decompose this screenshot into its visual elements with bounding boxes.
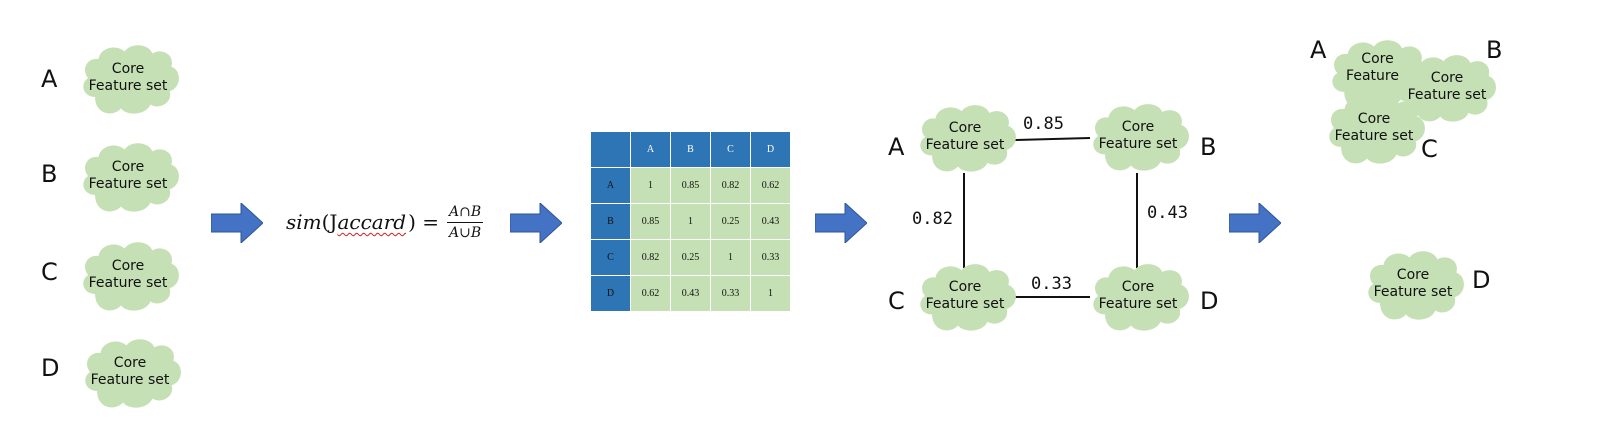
formula-denominator: A∪B: [449, 224, 482, 241]
matrix-row-header: D: [590, 275, 631, 312]
formula-word: accard: [337, 210, 407, 234]
similarity-matrix: A B C D A 1 0.85 0.82 0.62 B 0.85 1 0.25…: [590, 131, 791, 312]
graph-label-a: A: [888, 133, 905, 161]
matrix-row: C 0.82 0.25 1 0.33: [590, 239, 791, 276]
cloud-label-line2: Feature set: [925, 296, 1005, 312]
formula-numerator: A∩B: [447, 204, 484, 223]
matrix-cell: 0.62: [630, 275, 671, 312]
formula-fraction: A∩B A∪B: [447, 204, 484, 241]
input-label-d: D: [41, 354, 60, 382]
cloud-label-line2: Feature set: [88, 275, 168, 291]
cloud-label-line2: Feature set: [90, 372, 170, 388]
cluster-label-a: A: [1310, 36, 1327, 64]
matrix-cell: 0.62: [750, 167, 791, 204]
input-label-c: C: [41, 258, 58, 286]
cloud-label-line1: Core: [113, 355, 147, 371]
cloud-label-line1: Core: [1361, 51, 1394, 67]
cloud-label-line2: Feature set: [925, 137, 1005, 153]
matrix-cell: 0.85: [670, 167, 711, 204]
cloud-label-line1: Core: [111, 258, 145, 274]
matrix-cell: 1: [710, 239, 751, 276]
cloud-label-line1: Core: [948, 279, 982, 295]
cloud-label-line2: Feature set: [1098, 136, 1178, 152]
cloud-label-line2: Feature set: [88, 78, 168, 94]
matrix-cell: 0.82: [630, 239, 671, 276]
cloud-label-line1: Core: [1121, 279, 1155, 295]
edge-a-b: [1014, 137, 1091, 141]
graph-label-b: B: [1200, 133, 1217, 161]
matrix-cell: 1: [750, 275, 791, 312]
matrix-col-header: B: [670, 131, 711, 168]
cloud-label-line2: Feature set: [1373, 284, 1453, 300]
cloud-label-line1: Core: [1396, 267, 1430, 283]
cloud-label-line2: Feature set: [1098, 296, 1178, 312]
matrix-row: B 0.85 1 0.25 0.43: [590, 203, 791, 240]
matrix-row-header: C: [590, 239, 631, 276]
graph-label-d: D: [1200, 287, 1219, 315]
graph-label-c: C: [888, 287, 905, 315]
edge-weight-c-d: 0.33: [1031, 274, 1072, 294]
formula-open: (J: [321, 210, 338, 234]
cloud-label-line1: Core: [1121, 119, 1155, 135]
edge-weight-b-d: 0.43: [1147, 203, 1188, 223]
cluster-label-d: D: [1472, 266, 1491, 294]
cluster-label-c: C: [1421, 135, 1438, 163]
edge-weight-a-b: 0.85: [1023, 114, 1064, 134]
formula-close: ) =: [408, 210, 439, 234]
matrix-col-header: C: [710, 131, 751, 168]
matrix-cell: 0.85: [630, 203, 671, 240]
edge-weight-a-c: 0.82: [912, 209, 953, 229]
matrix-row-header: B: [590, 203, 631, 240]
input-label-b: B: [41, 160, 58, 188]
cloud-label-line2: Feature set: [1334, 128, 1414, 144]
matrix-cell: 0.33: [710, 275, 751, 312]
cloud-label-line1: Core: [111, 61, 145, 77]
matrix-cell: 0.25: [710, 203, 751, 240]
cloud-label-line2: Feature set: [88, 176, 168, 192]
matrix-cell: 0.25: [670, 239, 711, 276]
right-arrow-icon: [211, 203, 263, 243]
matrix-cell: 0.43: [750, 203, 791, 240]
cloud-label-line1: Core: [948, 120, 982, 136]
matrix-row: D 0.62 0.43 0.33 1: [590, 275, 791, 312]
cloud-label-line1: Core: [1357, 111, 1391, 127]
matrix-row-header: A: [590, 167, 631, 204]
matrix-cell: 0.43: [670, 275, 711, 312]
cloud-label-line2: Feature: [1346, 68, 1399, 84]
input-label-a: A: [41, 65, 58, 93]
cloud-label-line2: Feature set: [1407, 87, 1487, 103]
right-arrow-icon: [510, 203, 562, 243]
cloud-label-line1: Core: [1430, 70, 1464, 86]
matrix-corner: [590, 131, 631, 168]
cluster-label-b: B: [1486, 36, 1503, 64]
cloud-label-line1: Core: [111, 159, 145, 175]
right-arrow-icon: [1229, 203, 1281, 243]
right-arrow-icon: [815, 203, 867, 243]
formula-sim: sim: [286, 210, 322, 234]
